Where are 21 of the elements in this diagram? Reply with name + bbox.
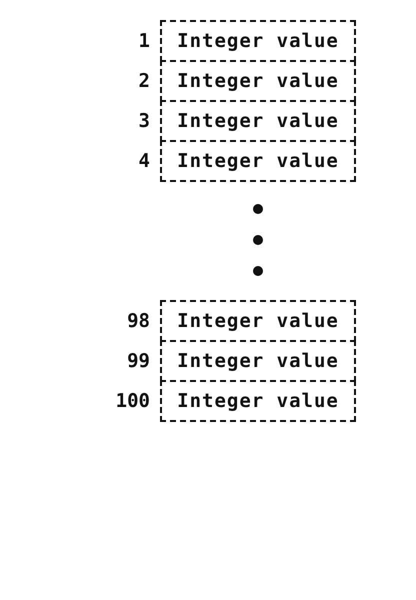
index-number: 99 [127, 351, 150, 371]
array-slot [160, 340, 356, 382]
value-text: Integer value [177, 70, 339, 92]
array-slot [160, 100, 356, 142]
index-number: 2 [138, 71, 150, 91]
index-number: 98 [127, 311, 150, 331]
array-slot [160, 380, 356, 422]
index-number: 100 [116, 391, 150, 411]
array-slot [160, 60, 356, 102]
index-number: 4 [138, 151, 150, 171]
array-slot [160, 300, 356, 342]
value-text: Integer value [177, 110, 339, 132]
value-text: Integer value [177, 350, 339, 372]
array-slot [160, 20, 356, 62]
value-text: Integer value [177, 310, 339, 332]
index-number: 3 [138, 111, 150, 131]
value-text: Integer value [177, 150, 339, 172]
value-text: Integer value [177, 30, 339, 52]
array-slot [160, 140, 356, 182]
index-number: 1 [138, 31, 150, 51]
value-text: Integer value [177, 390, 339, 412]
